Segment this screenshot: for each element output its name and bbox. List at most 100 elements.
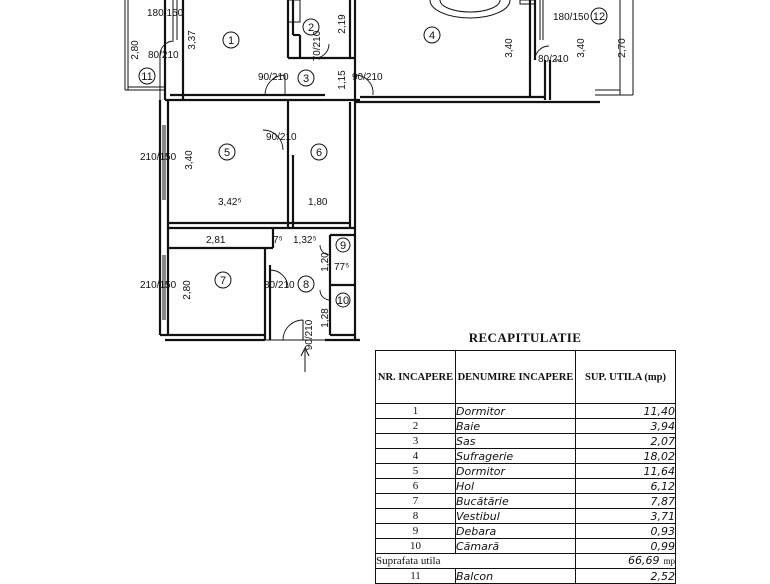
table-header-row: NR. INCAPERE DENUMIRE INCAPERE SUP. UTIL… bbox=[375, 350, 676, 404]
room-number: 6 bbox=[316, 147, 322, 159]
dim-label: 180/150 bbox=[147, 8, 184, 19]
dim-label: 210/150 bbox=[140, 280, 177, 291]
room-number: 5 bbox=[224, 147, 230, 159]
dim-label: 90/210 bbox=[258, 72, 289, 83]
dim-label: 2,70 bbox=[617, 38, 628, 58]
room-name-cell: Debara bbox=[455, 523, 576, 539]
room-name-cell: Cămară bbox=[455, 538, 576, 554]
dim-label: 1,20 bbox=[320, 252, 331, 272]
room-area-cell: 0,99 bbox=[575, 538, 676, 554]
dim-label: 180/150 bbox=[553, 12, 590, 23]
dim-label: 90/210 bbox=[266, 132, 297, 143]
room-nr-cell: 7 bbox=[375, 493, 456, 509]
dim-label: 80/210 bbox=[538, 54, 569, 65]
dim-label: 90/210 bbox=[304, 319, 315, 350]
dim-label: 210/150 bbox=[140, 152, 177, 163]
dim-label: 2,19 bbox=[337, 14, 348, 34]
dim-label: 1,80 bbox=[308, 197, 328, 208]
room-number: 10 bbox=[337, 295, 349, 307]
dim-label: 7⁵ bbox=[273, 235, 283, 246]
room-name-cell: Dormitor bbox=[455, 463, 576, 479]
room-area-cell: 11,64 bbox=[575, 463, 676, 479]
room-name-cell: Dormitor bbox=[455, 403, 576, 419]
dim-label: 77⁵ bbox=[334, 262, 349, 273]
dimension-labels: 180/150 3,37 2,80 80/210 70/210 2,19 90/… bbox=[130, 8, 628, 350]
room-number: 1 bbox=[228, 35, 234, 47]
col-header-area: SUP. UTILA (mp) bbox=[575, 350, 676, 404]
room-area-cell: 11,40 bbox=[575, 403, 676, 419]
room-nr-cell: 10 bbox=[375, 538, 456, 554]
room-area-cell: 3,94 bbox=[575, 418, 676, 434]
total-unit: mp bbox=[663, 556, 675, 566]
dim-label: 3,40 bbox=[576, 38, 587, 58]
dim-label: 90/210 bbox=[352, 72, 383, 83]
room-area-cell: 2,07 bbox=[575, 433, 676, 449]
room-area-cell: 7,87 bbox=[575, 493, 676, 509]
room-area-cell: 0,93 bbox=[575, 523, 676, 539]
dim-label: 1,32⁵ bbox=[293, 235, 317, 246]
room-name-cell: Hol bbox=[455, 478, 576, 494]
room-name-cell: Balcon bbox=[455, 568, 576, 584]
recap-table-section: RECAPITULATIE NR. INCAPERE DENUMIRE INCA… bbox=[375, 330, 676, 584]
room-nr-cell: 9 bbox=[375, 523, 456, 539]
room-nr-cell: 6 bbox=[375, 478, 456, 494]
room-area-cell: 6,12 bbox=[575, 478, 676, 494]
col-header-name: DENUMIRE INCAPERE bbox=[455, 350, 576, 404]
walls bbox=[124, 0, 634, 342]
room-number: 12 bbox=[593, 11, 605, 23]
room-area-cell: 2,52 bbox=[575, 568, 676, 584]
recap-table: NR. INCAPERE DENUMIRE INCAPERE SUP. UTIL… bbox=[375, 350, 676, 584]
room-area-cell: 3,71 bbox=[575, 508, 676, 524]
room-nr-cell: 2 bbox=[375, 418, 456, 434]
dim-label: 2,80 bbox=[130, 40, 141, 60]
room-number: 2 bbox=[308, 22, 314, 34]
total-value: 66,69 bbox=[627, 554, 660, 567]
dim-label: 80/210 bbox=[148, 50, 179, 61]
dim-label: 3,37 bbox=[187, 30, 198, 50]
room-number: 4 bbox=[429, 30, 435, 42]
room-name-cell: Bucătărie bbox=[455, 493, 576, 509]
room-number: 9 bbox=[340, 240, 346, 252]
entry-arrow-icon bbox=[300, 346, 310, 372]
room-number: 3 bbox=[303, 73, 309, 85]
dim-label: 80/210 bbox=[264, 280, 295, 291]
windows bbox=[162, 0, 544, 320]
room-nr-cell: 11 bbox=[375, 568, 456, 584]
room-nr-cell: 5 bbox=[375, 463, 456, 479]
col-header-nr: NR. INCAPERE bbox=[375, 350, 456, 404]
room-nr-cell: 4 bbox=[375, 448, 456, 464]
dim-label: 1,28 bbox=[320, 308, 331, 328]
dim-label: 3,40 bbox=[504, 38, 515, 58]
room-nr-cell: 1 bbox=[375, 403, 456, 419]
dim-label: 1,15 bbox=[337, 70, 348, 90]
door-swings bbox=[159, 40, 550, 341]
dim-label: 2,80 bbox=[182, 280, 193, 300]
room-number: 7 bbox=[220, 275, 226, 287]
recap-title: RECAPITULATIE bbox=[468, 330, 582, 345]
dim-label: 70/210 bbox=[312, 30, 323, 61]
room-area-cell: 18,02 bbox=[575, 448, 676, 464]
dim-label: 2,81 bbox=[206, 235, 226, 246]
room-number: 11 bbox=[141, 71, 152, 83]
room-name-cell: Sas bbox=[455, 433, 576, 449]
room-name-cell: Vestibul bbox=[455, 508, 576, 524]
room-labels: 1 2 3 4 5 6 7 8 9 10 11 12 bbox=[138, 7, 608, 308]
room-name-cell: Sufragerie bbox=[455, 448, 576, 464]
room-number: 8 bbox=[303, 279, 309, 291]
room-nr-cell: 8 bbox=[375, 508, 456, 524]
room-name-cell: Baie bbox=[455, 418, 576, 434]
